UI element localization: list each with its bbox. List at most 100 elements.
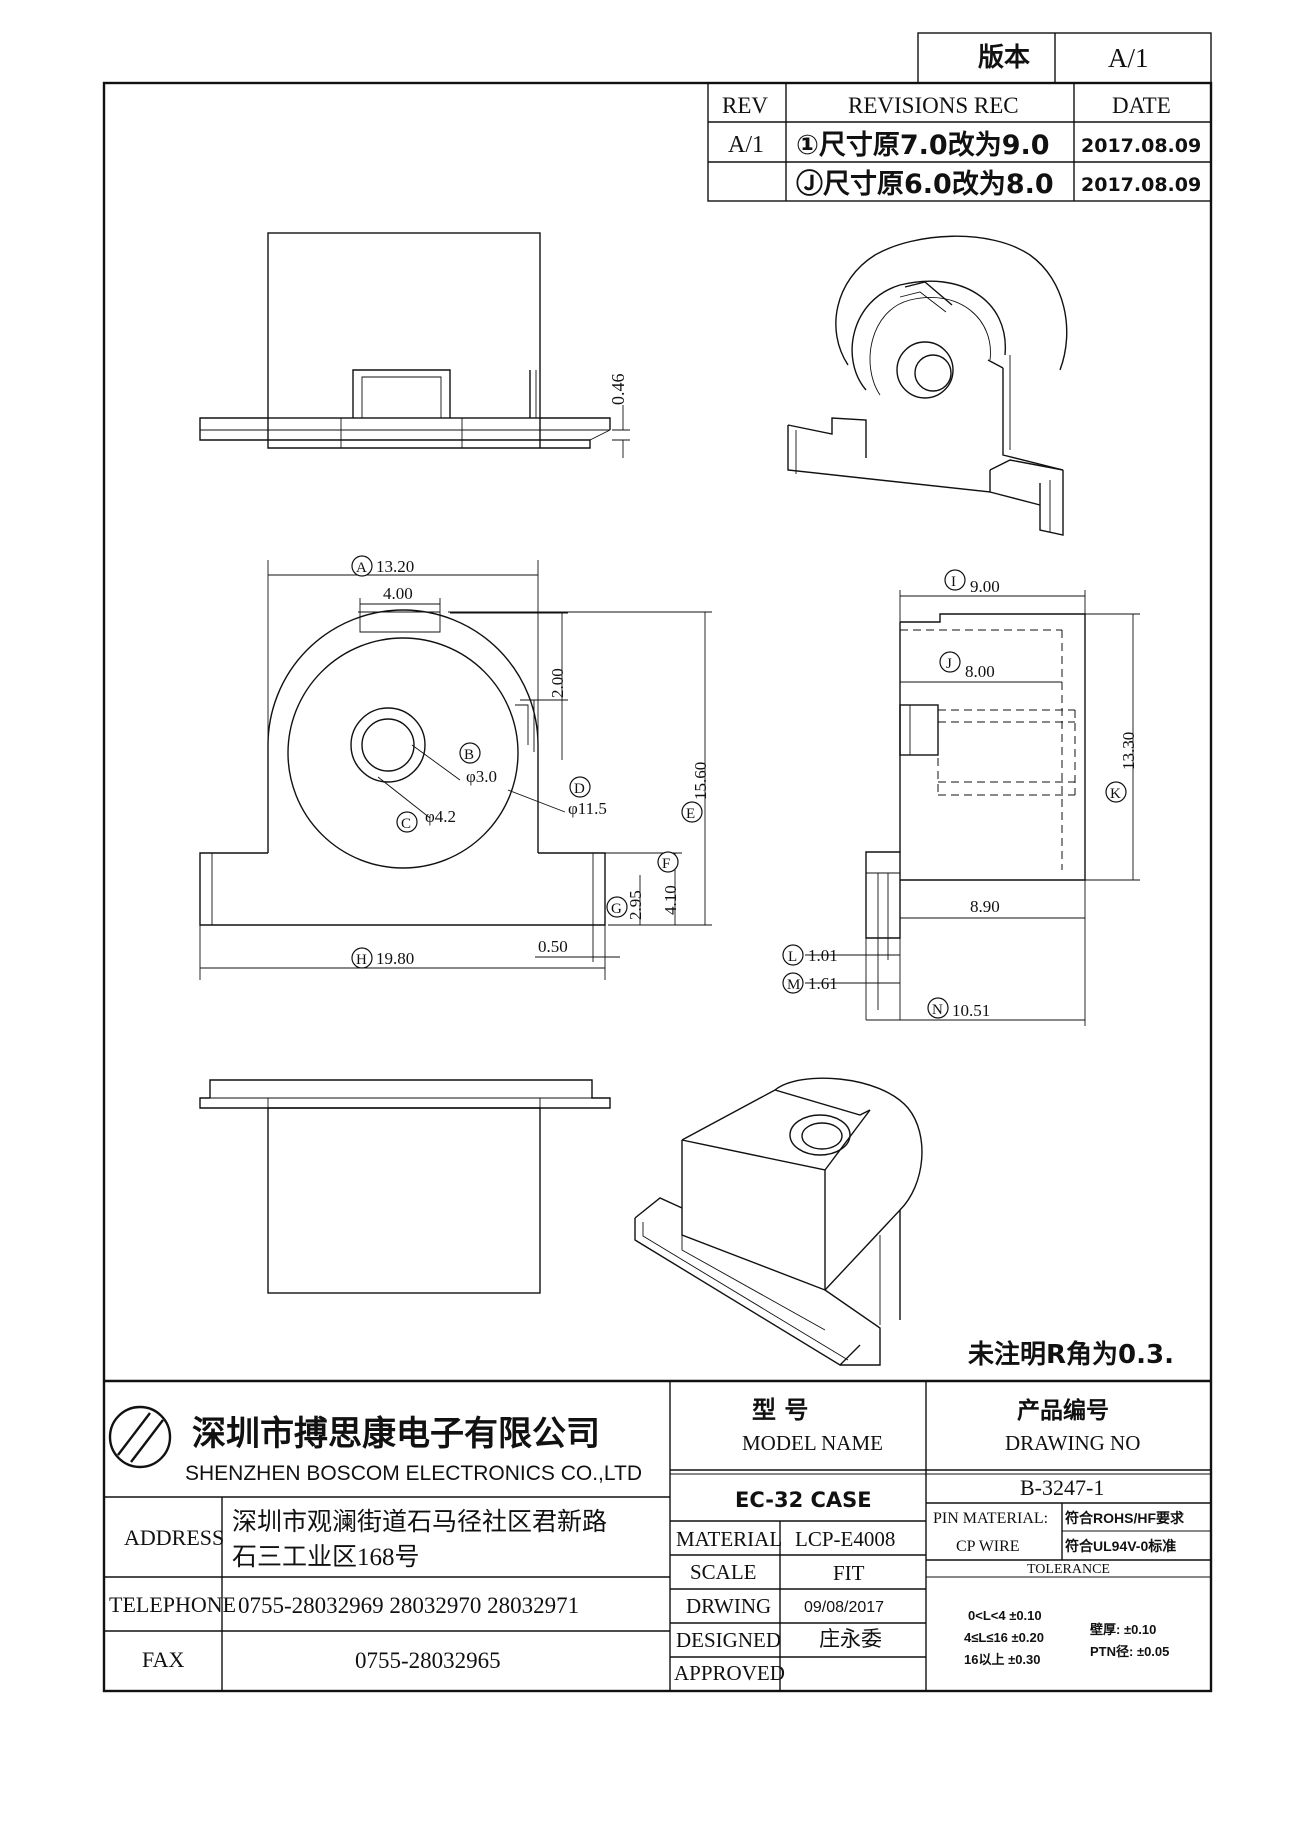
dim-M-marker [782, 972, 804, 994]
iso-view-bottom [634, 1077, 923, 1366]
scale-value: FIT [833, 1561, 865, 1585]
date-header: DATE [1112, 93, 1171, 118]
company-logo [108, 1405, 172, 1469]
tolerance-row1: 0<L<4 ±0.10 [968, 1608, 1042, 1623]
fax-value: 0755-28032965 [355, 1648, 501, 1673]
version-value: A/1 [1108, 43, 1149, 73]
dim-F-tag: F [662, 856, 670, 872]
pin-material-value: CP WIRE [956, 1538, 1020, 1555]
bottom-view [199, 1079, 611, 1294]
title-block: 深圳市搏思康电子有限公司 SHENZHEN BOSCOM ELECTRONICS… [104, 1379, 1211, 1691]
dim-F: 4.10 [661, 885, 680, 915]
dim-B-tag: B [464, 747, 474, 763]
ptn-tolerance: PTN径: ±0.05 [1090, 1644, 1169, 1659]
address-label: ADDRESS [124, 1525, 224, 1550]
dim-G: 2.95 [626, 890, 645, 920]
dim-L-marker [782, 944, 804, 966]
dim-J: 8.00 [965, 662, 995, 681]
dim-I: 9.00 [970, 577, 1000, 596]
dim-4.00: 4.00 [383, 584, 413, 603]
dim-M-tag: M [787, 977, 800, 993]
outer-frame [102, 81, 1213, 1693]
approved-label: APPROVED [674, 1661, 785, 1685]
dim-G-tag: G [611, 901, 622, 917]
model-value: EC-32 CASE [735, 1488, 872, 1512]
telephone-value: 0755-28032969 28032970 28032971 [238, 1593, 579, 1618]
address-line2: 石三工业区168号 [232, 1543, 420, 1571]
dim-A: 13.20 [376, 557, 414, 576]
tolerance-row2: 4≤L≤16 ±0.20 [964, 1630, 1044, 1645]
dim-E-marker [681, 801, 703, 823]
material-value: LCP-E4008 [795, 1527, 895, 1551]
dim-L-tag: L [788, 949, 797, 965]
dim-A-tag: A [356, 560, 367, 576]
rev-row2-rec: Ⓙ尺寸原6.0改为8.0 [796, 168, 1054, 200]
rev-header: REV [722, 93, 768, 118]
designed-value: 庄永委 [819, 1627, 882, 1651]
model-label-cn: 型 号 [752, 1396, 808, 1424]
ul-compliance: 符合UL94V-0标准 [1064, 1538, 1176, 1554]
wall-tolerance: 壁厚: ±0.10 [1090, 1622, 1156, 1637]
dim-D-marker [569, 776, 591, 798]
rev-row2-date: 2017.08.09 [1081, 174, 1201, 196]
dim-C-marker [396, 811, 418, 833]
drawing-no-value: B-3247-1 [1020, 1475, 1104, 1500]
dim-B: φ3.0 [466, 767, 497, 786]
dim-0.50: 0.50 [538, 937, 568, 956]
dim-A-marker [351, 555, 373, 577]
dim-H-tag: H [356, 952, 367, 968]
dim-M: 1.61 [808, 974, 838, 993]
note-r-corner: 未注明R角为0.3. [968, 1339, 1174, 1370]
version-label: 版本 [977, 43, 1030, 73]
dim-H: 19.80 [376, 949, 414, 968]
dim-G-marker [606, 896, 628, 918]
dim-N-marker [927, 997, 949, 1019]
model-label-en: MODEL NAME [742, 1431, 883, 1455]
tolerance-label: TOLERANCE [1027, 1562, 1110, 1577]
dim-K: 13.30 [1119, 732, 1138, 770]
dim-8.90: 8.90 [970, 897, 1000, 916]
dim-K-marker [1105, 781, 1127, 803]
front-view: A 13.20 4.00 2.00 B φ3.0 C φ4.2 D φ11.5 … [199, 555, 712, 980]
revision-table: REV REVISIONS REC DATE A/1 ①尺寸原7.0改为9.0 … [707, 82, 1212, 202]
dim-B-marker [459, 742, 481, 764]
dim-L: 1.01 [808, 946, 838, 965]
dim-C: φ4.2 [425, 807, 456, 826]
rev-row1-rev: A/1 [728, 132, 764, 158]
rev-row1-date: 2017.08.09 [1081, 135, 1201, 157]
dim-N-tag: N [932, 1002, 943, 1018]
dim-I-tag: I [951, 574, 956, 590]
dim-I-marker [944, 569, 966, 591]
side-view: I 9.00 J 8.00 K 13.30 8.90 L 1.01 M 1.61 [782, 569, 1140, 1026]
fax-label: FAX [142, 1647, 184, 1672]
drawing-label: DRWING [686, 1594, 771, 1618]
dim-C-tag: C [401, 816, 411, 832]
dim-D: φ11.5 [568, 799, 607, 818]
rev-row1-rec: ①尺寸原7.0改为9.0 [796, 130, 1050, 161]
dim-N: 10.51 [952, 1001, 990, 1020]
dim-K-tag: K [1110, 786, 1121, 802]
dim-E-tag: E [686, 806, 695, 822]
material-label: MATERIAL [676, 1527, 782, 1551]
dim-0.46: 0.46 [608, 374, 628, 406]
telephone-label: TELEPHONE [109, 1592, 236, 1617]
dim-J-marker [939, 651, 961, 673]
dim-J-tag: J [946, 656, 952, 672]
dim-2.00: 2.00 [548, 668, 567, 698]
drawing-no-label-cn: 产品编号 [1017, 1397, 1109, 1424]
company-name-cn: 深圳市搏思康电子有限公司 [192, 1414, 600, 1454]
dim-E: 15.60 [691, 762, 710, 800]
top-view: 0.46 [199, 232, 630, 458]
iso-view-top [787, 235, 1068, 536]
scale-label: SCALE [690, 1560, 757, 1584]
dim-H-marker [351, 947, 373, 969]
pin-material-label: PIN MATERIAL: [933, 1510, 1048, 1527]
drawing-no-label-en: DRAWING NO [1005, 1431, 1140, 1455]
dim-F-marker [657, 851, 679, 873]
address-line1: 深圳市观澜街道石马径社区君新路 [232, 1508, 607, 1536]
designed-label: DESIGNED [676, 1628, 781, 1652]
tolerance-row3: 16以上 ±0.30 [964, 1652, 1041, 1667]
version-box: 版本 A/1 [917, 32, 1212, 84]
company-name-en: SHENZHEN BOSCOM ELECTRONICS CO.,LTD [185, 1462, 642, 1485]
